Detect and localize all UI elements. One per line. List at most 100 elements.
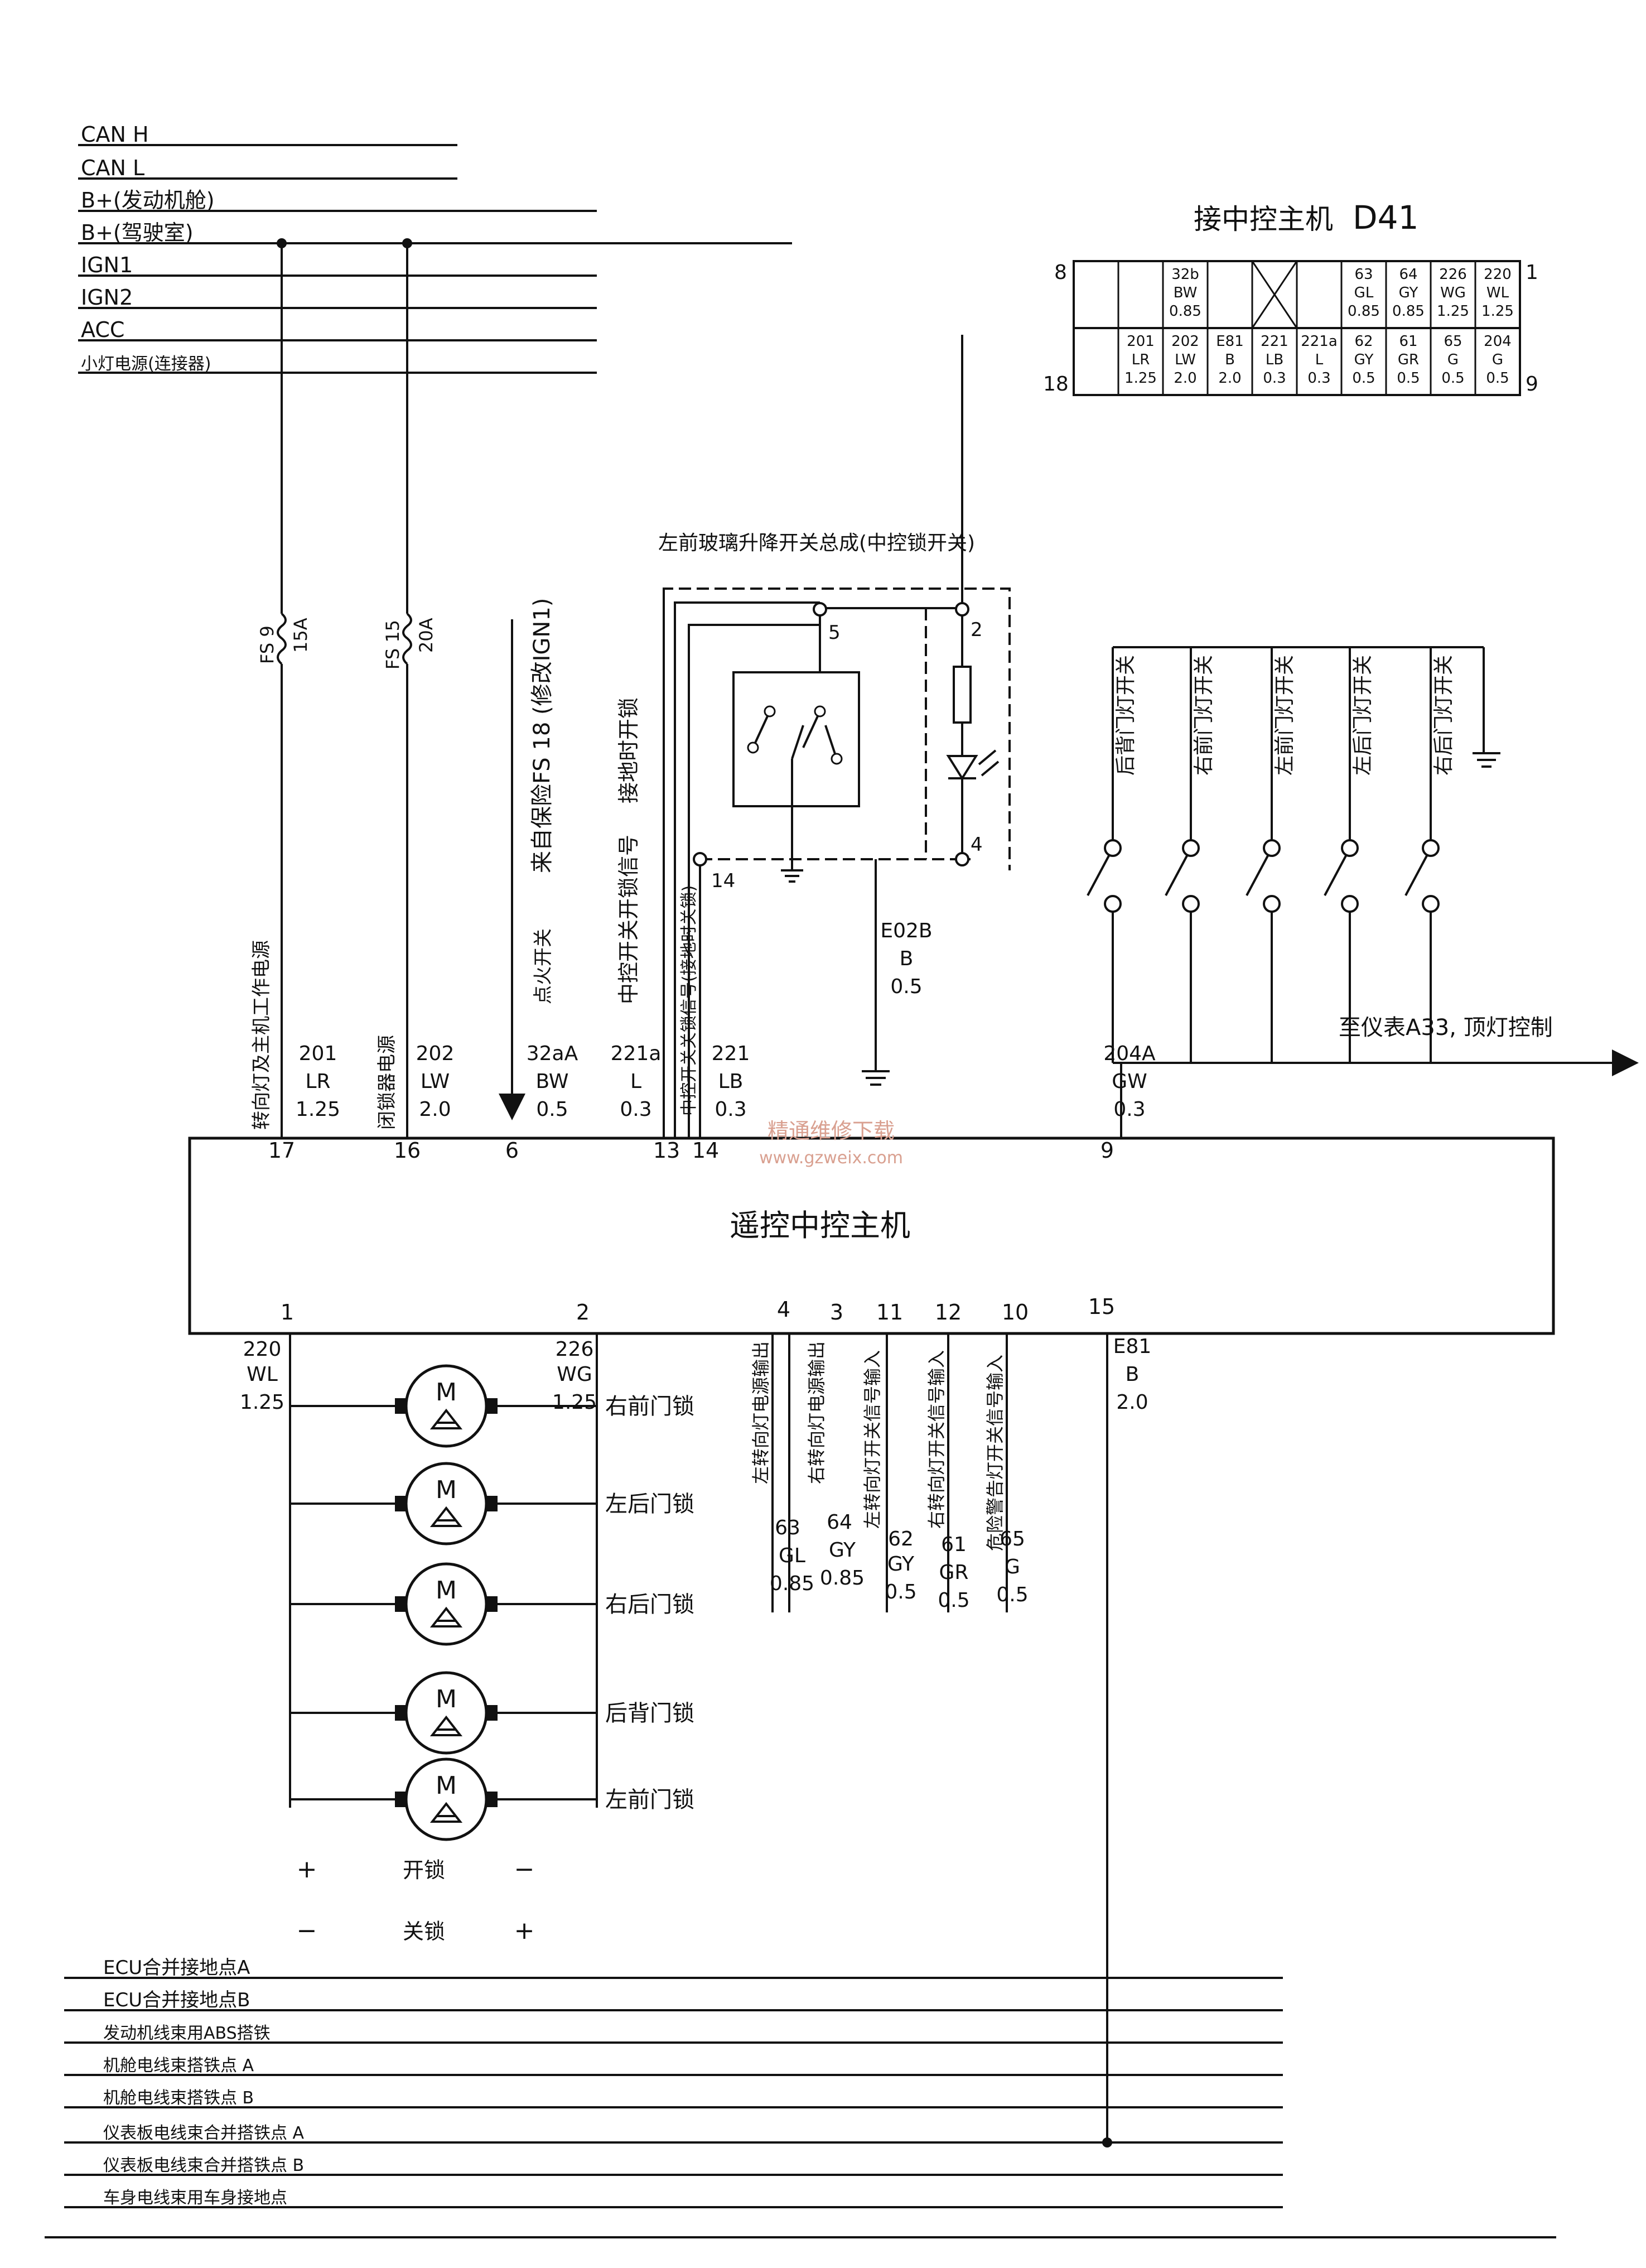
connector-top-cell-9: WL (1486, 285, 1509, 301)
ground-symbols (781, 752, 1500, 1086)
watermark-cn: 精通维修下载 (768, 1119, 895, 1143)
label-ground-unlock: 接地时开锁 (616, 697, 641, 803)
wire-221a-size: 0.3 (620, 1098, 651, 1121)
bus-label-can-l: CAN L (81, 156, 144, 180)
switch-contact-2 (764, 705, 776, 718)
wire-e81-size: 2.0 (1116, 1391, 1148, 1414)
door-switch-label-5: 右后门灯开关 (1432, 655, 1455, 776)
wire-65-circuit: 65 (1000, 1528, 1025, 1550)
legend-plus-right: + (514, 1917, 535, 1945)
wire-32aa-color: BW (535, 1070, 568, 1093)
label-fs18: 来自保险FS 18 (修改IGN1) (529, 598, 555, 873)
door-switch-2-top (1182, 839, 1200, 857)
motor-terminal (485, 1398, 498, 1414)
motor-letter: M (436, 1378, 457, 1407)
wire-64-size: 0.85 (820, 1567, 865, 1590)
wire-61-circuit: 61 (941, 1533, 967, 1556)
motor-terminal (485, 1496, 498, 1511)
motor-letter: M (436, 1476, 457, 1504)
wire-62-color: GY (887, 1553, 915, 1576)
label-ign-switch: 点火开关 (532, 928, 554, 1004)
connector-top-cell-7: GY (1399, 285, 1418, 301)
wire-201-circuit: 201 (299, 1042, 337, 1065)
window-switch-pin-5: 5 (828, 622, 841, 644)
wire-221a-circuit: 221a (611, 1042, 662, 1065)
connector-bottom-cell-2: LW (1175, 351, 1196, 368)
wire-65-size: 0.5 (996, 1583, 1028, 1606)
wire-32aa-size: 0.5 (536, 1098, 568, 1121)
connector-bottom-cell-4: LB (1266, 351, 1283, 368)
wire-61-size: 0.5 (938, 1589, 969, 1612)
connector-bottom-cell-8: 0.5 (1441, 370, 1464, 387)
wire-65-color: G (1005, 1556, 1020, 1578)
door-switch-3-top (1263, 839, 1281, 857)
connector-bottom-cell-3: 2.0 (1218, 370, 1241, 387)
connector-bottom-cell-9: 0.5 (1486, 370, 1509, 387)
connector-bottom-cell-7: GR (1398, 351, 1419, 368)
bus-label-acc: ACC (81, 317, 124, 342)
motor-symbol (429, 1802, 463, 1823)
ground-label-engine-bay-a: 机舱电线束搭铁点 A (103, 2056, 254, 2076)
door-switch-1-bottom (1104, 895, 1122, 913)
motor-terminal (395, 1596, 407, 1612)
watermark-url: www.gzweix.com (759, 1148, 903, 1168)
wire-221-circuit: 221 (712, 1042, 750, 1065)
ground-label-engine-bay-b: 机舱电线束搭铁点 B (103, 2088, 254, 2108)
motor-label: 右后门锁 (605, 1592, 694, 1617)
e02b-circuit: E02B (880, 919, 932, 942)
connector-pin-1: 1 (1526, 261, 1538, 284)
door-switch-5-top (1422, 839, 1440, 857)
door-switch-1-top (1104, 839, 1122, 857)
connector-top-cell-2: 32b (1171, 266, 1199, 283)
connector-bottom-cell-1: LR (1132, 351, 1150, 368)
junction-dot-fs15 (402, 238, 412, 248)
bus-label-parking-light: 小灯电源(连接器) (81, 354, 211, 374)
motor-label: 右前门锁 (605, 1394, 694, 1419)
fuse-fs9-rating: 15A (290, 618, 311, 653)
ground-label-ecu-a: ECU合并接地点A (103, 1957, 250, 1979)
ground-label-dash-a: 仪表板电线束合并搭铁点 A (103, 2123, 305, 2143)
connector-code: D41 (1353, 199, 1418, 237)
connector-top-cell-8: 1.25 (1437, 303, 1469, 320)
motor-terminal (395, 1496, 407, 1511)
window-switch-pin-4-node (955, 852, 969, 866)
wire-32aa-circuit: 32aA (527, 1042, 578, 1065)
connector-bottom-cell-1: 1.25 (1124, 370, 1157, 387)
fuse-fs15-name: FS 15 (382, 620, 403, 670)
connector-bottom-cell-1: 201 (1127, 333, 1155, 350)
wire-204a-circuit: 204A (1103, 1042, 1156, 1065)
connector-bottom-cell-3: E81 (1216, 333, 1244, 350)
connector-bottom-cell-7: 0.5 (1397, 370, 1420, 387)
pin-16: 16 (394, 1138, 421, 1163)
wire-64-circuit: 64 (827, 1511, 852, 1534)
wire-201-color: LR (305, 1070, 330, 1093)
switch-contact-3 (814, 705, 826, 718)
connector-top-cell-9: 1.25 (1481, 303, 1514, 320)
label-left-turn-out: 左转向灯电源输出 (750, 1341, 771, 1484)
wire-226-circuit: 226 (556, 1338, 594, 1361)
window-switch-pin-14-node (693, 852, 707, 866)
motor-symbol (429, 1606, 463, 1627)
window-switch-pin-14: 14 (711, 870, 735, 892)
e02b-color: B (900, 947, 914, 970)
e02b-size: 0.5 (890, 975, 922, 998)
output-wires (771, 1333, 1108, 2142)
window-switch-assembly (663, 335, 1011, 1138)
motor-terminal (485, 1792, 498, 1807)
pin-14: 14 (692, 1138, 719, 1163)
connector-bottom-cell-4: 221 (1261, 333, 1288, 350)
connector-pin-8: 8 (1054, 261, 1067, 284)
top-bus (78, 144, 792, 374)
pin-1: 1 (281, 1300, 294, 1325)
connector-pin-18: 18 (1043, 373, 1069, 396)
connector-bottom-cell-3: B (1225, 351, 1235, 368)
wire-62-circuit: 62 (888, 1528, 914, 1550)
motor-letter: M (436, 1685, 457, 1713)
connector-top-cell-8: 226 (1439, 266, 1467, 283)
wire-221-color: LB (718, 1070, 744, 1093)
label-hazard-in: 危险警告灯开关信号输入 (984, 1355, 1006, 1551)
motor-terminal (395, 1398, 407, 1414)
